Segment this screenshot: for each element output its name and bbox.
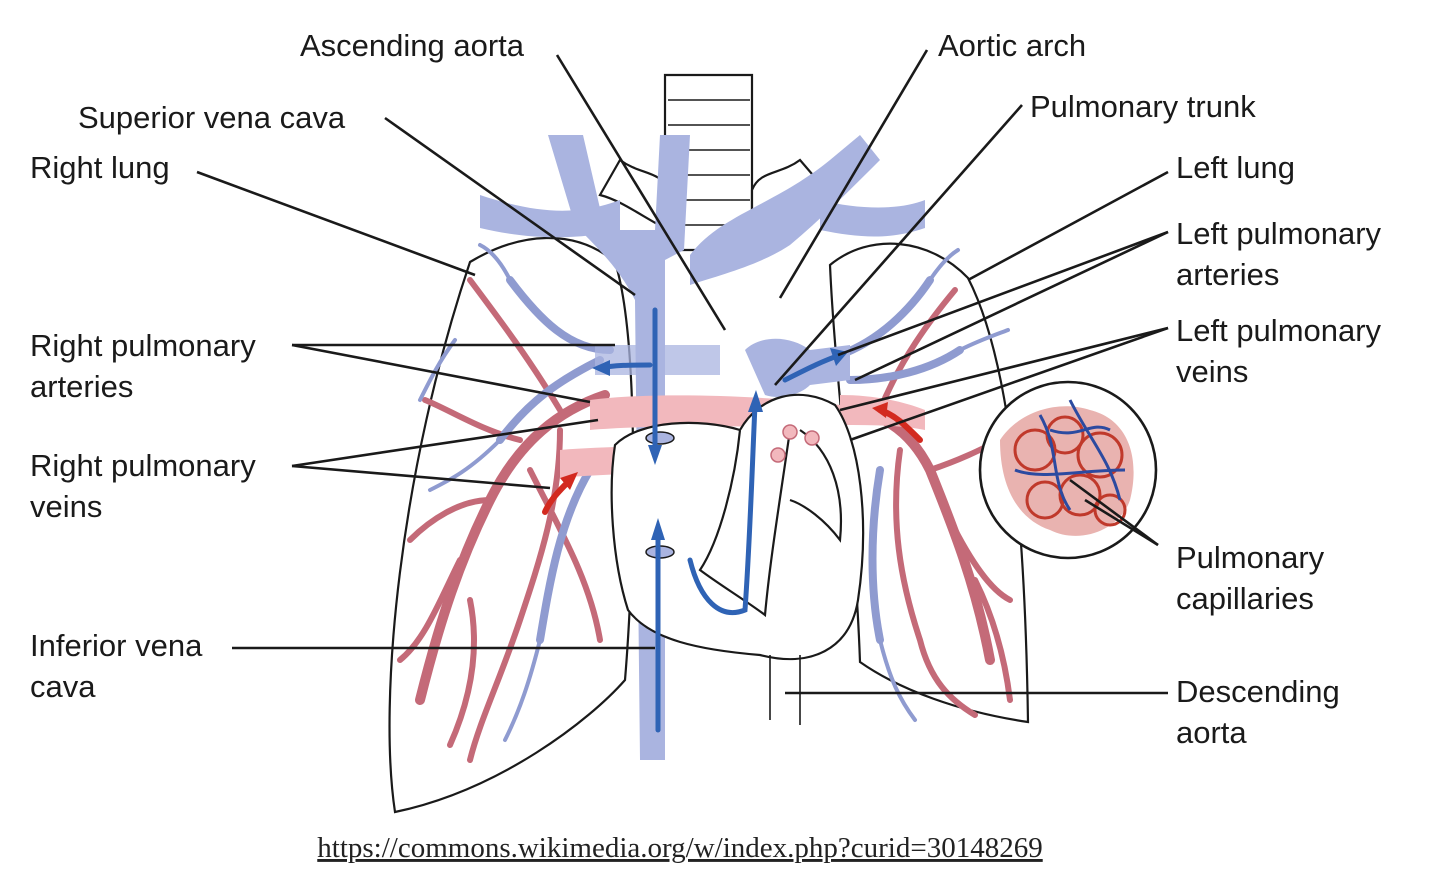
pulmonary-capillaries-inset bbox=[978, 380, 1158, 560]
label-pulmonary-capillaries: Pulmonary capillaries bbox=[1176, 540, 1333, 616]
label-superior-vena-cava: Superior vena cava bbox=[78, 100, 346, 135]
label-inferior-vena-cava: Inferior vena cava bbox=[30, 628, 211, 704]
pulmonary-vein-opening bbox=[804, 430, 820, 446]
label-ascending-aorta: Ascending aorta bbox=[300, 28, 525, 63]
label-left-pulmonary-arteries: Left pulmonary arteries bbox=[1176, 216, 1390, 292]
descending-aorta bbox=[769, 655, 801, 725]
aortic-arch bbox=[690, 135, 880, 285]
deoxygenated-flow-arrows bbox=[592, 307, 848, 733]
label-right-pulmonary-veins: Right pulmonary veins bbox=[30, 448, 264, 524]
label-left-lung: Left lung bbox=[1176, 150, 1295, 185]
label-pulmonary-trunk: Pulmonary trunk bbox=[1030, 89, 1256, 124]
leader-lines bbox=[196, 49, 1169, 695]
pulmonary-vein-opening bbox=[770, 447, 786, 463]
pulmonary-vein-opening bbox=[782, 424, 798, 440]
label-left-pulmonary-veins: Left pulmonary veins bbox=[1176, 313, 1390, 389]
right-lung-vessels bbox=[397, 243, 614, 763]
valve bbox=[645, 431, 675, 445]
brachiocephalic-band bbox=[480, 195, 925, 238]
pulmonary-trunk bbox=[745, 338, 850, 397]
label-right-pulmonary-arteries: Right pulmonary arteries bbox=[30, 328, 264, 404]
label-right-lung: Right lung bbox=[30, 150, 170, 185]
label-descending-aorta: Descending aorta bbox=[1176, 674, 1348, 750]
label-aortic-arch: Aortic arch bbox=[938, 28, 1086, 63]
source-link[interactable]: https://commons.wikimedia.org/w/index.ph… bbox=[317, 832, 1042, 864]
